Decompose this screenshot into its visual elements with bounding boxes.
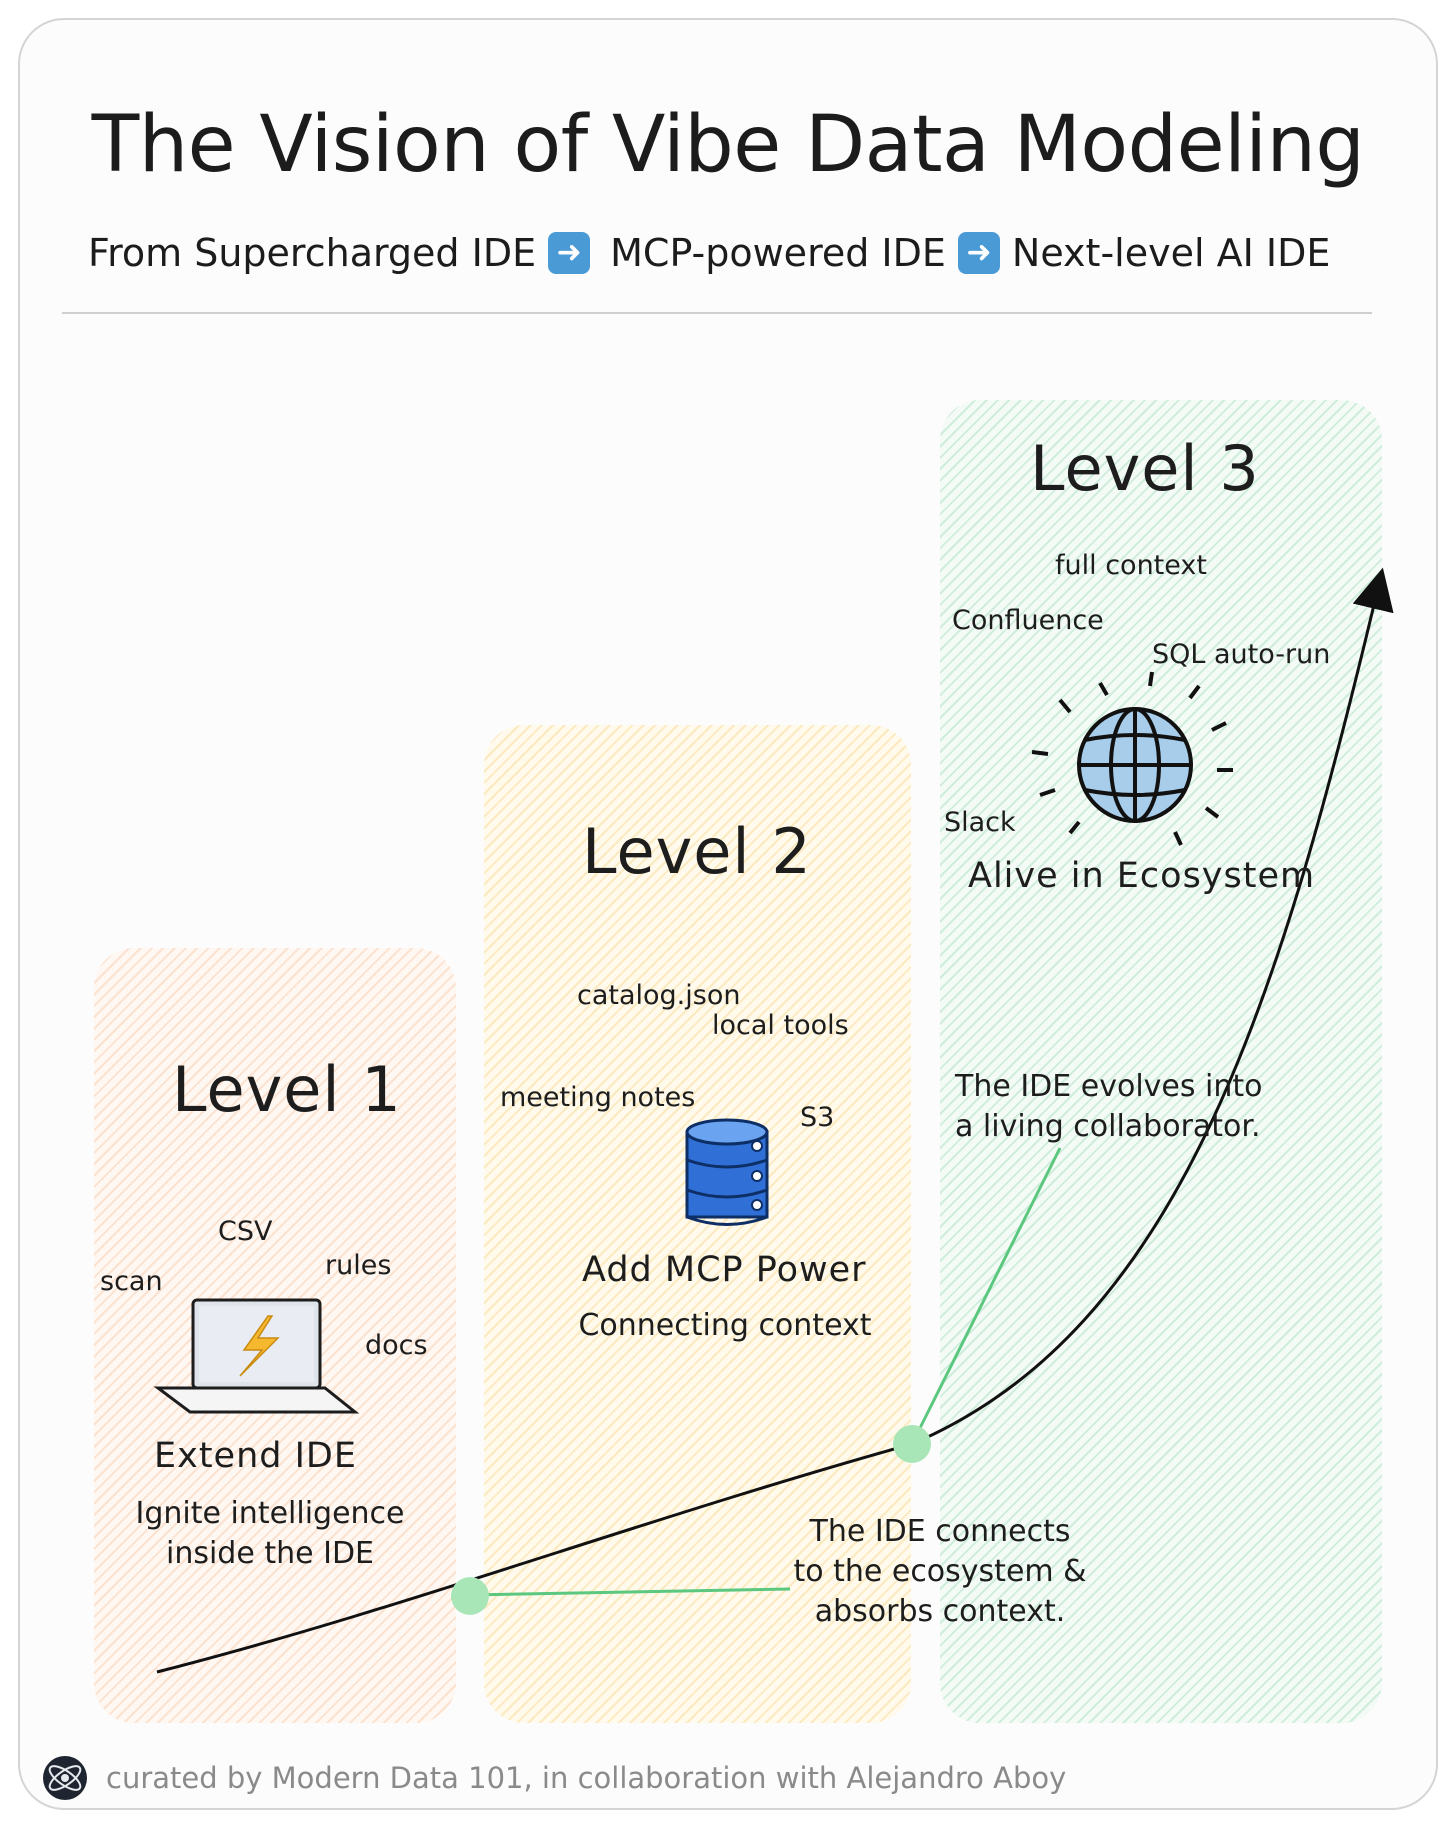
level-2-heading: Add MCP Power [582,1250,867,1290]
milestone-dot [893,1425,931,1463]
level-2-label: Level 2 [582,815,812,888]
annotation-line: The IDE evolves into [955,1069,1263,1104]
tag-confluence: Confluence [952,605,1104,636]
tag-s3: S3 [800,1102,835,1133]
database-icon [685,1118,769,1226]
laptop-lightning-icon [153,1298,360,1414]
level-1-description: Ignite intelligence inside the IDE [110,1494,430,1574]
description-line: Ignite intelligence [135,1496,405,1531]
level-3-label: Level 3 [1030,432,1260,505]
subtitle-step-1: From Supercharged IDE [88,231,537,275]
level-2-panel [484,725,911,1723]
level-3-panel [940,400,1382,1723]
annotation-line: a living collaborator. [955,1109,1261,1144]
subtitle-step-3: Next-level AI IDE [1011,231,1331,275]
tag-local-tools: local tools [712,1010,849,1041]
level-3-annotation: The IDE evolves into a living collaborat… [955,1067,1275,1147]
tag-docs: docs [365,1330,428,1361]
growth-curve [156,567,1394,1674]
subtitle: From Supercharged IDE ➜ MCP-powered IDE … [88,228,1330,278]
modern-data-101-logo-icon [43,1756,87,1800]
level-3-heading: Alive in Ecosystem [968,856,1316,896]
tag-slack: Slack [944,807,1016,838]
connector-line-level3 [910,1147,1062,1445]
annotation-line: absorbs context. [814,1594,1066,1629]
footer-credit: curated by Modern Data 101, in collabora… [106,1761,1067,1795]
annotation-line: The IDE connects [809,1514,1071,1549]
tag-sql-auto-run: SQL auto-run [1152,639,1331,670]
connector-line-level2 [469,1587,791,1597]
level-2-description: Connecting context [560,1306,890,1346]
right-arrow-icon: ➜ [548,232,591,274]
globe-icon [1031,671,1233,846]
description-line: inside the IDE [165,1536,375,1571]
tag-catalog-json: catalog.json [577,980,741,1011]
tag-rules: rules [325,1250,392,1281]
milestone-dot [451,1577,489,1615]
footer: curated by Modern Data 101, in collabora… [42,1752,1066,1804]
annotation-line: to the ecosystem & [793,1554,1087,1589]
tag-full-context: full context [1055,550,1207,581]
tag-csv: CSV [218,1216,273,1247]
subtitle-step-2: MCP-powered IDE [610,231,946,275]
description-line: Connecting context [578,1308,872,1343]
tag-meeting-notes: meeting notes [500,1082,696,1113]
right-arrow-icon: ➜ [957,232,1000,274]
page-title: The Vision of Vibe Data Modeling [91,100,1365,190]
level-1-label: Level 1 [172,1053,402,1126]
level-2-annotation: The IDE connects to the ecosystem & abso… [790,1512,1090,1632]
tag-scan: scan [100,1266,163,1297]
level-1-heading: Extend IDE [154,1436,357,1476]
divider [62,312,1372,314]
